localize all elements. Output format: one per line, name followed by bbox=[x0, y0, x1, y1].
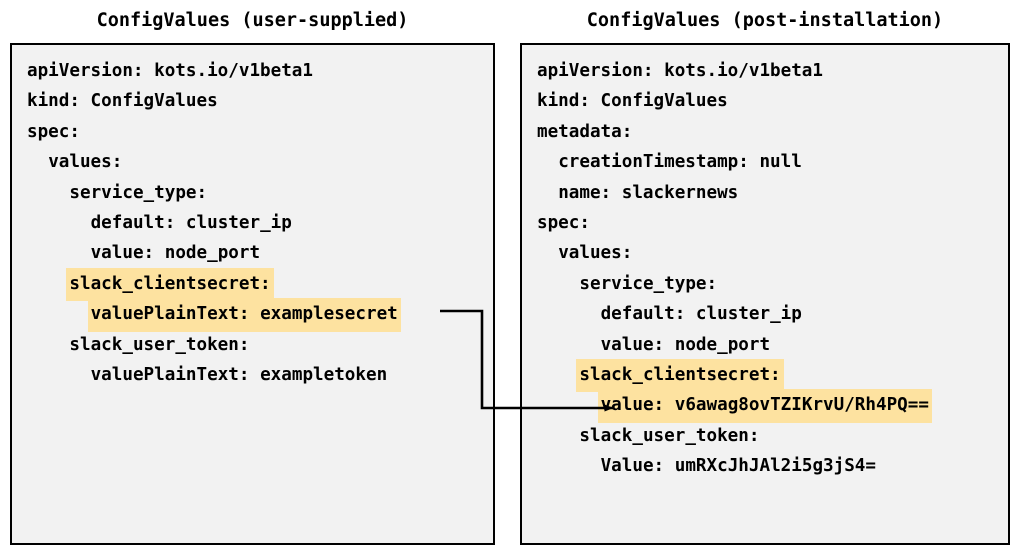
code-line-text: spec: bbox=[27, 121, 80, 142]
code-line-text: apiVersion: kots.io/v1beta1 bbox=[27, 61, 313, 81]
code-line-list-post-installation: apiVersion: kots.io/v1beta1 kind: ConfigV… bbox=[522, 45, 1008, 480]
code-line: value: v6awag8ovTZIKrvU/Rh4PQ== bbox=[522, 389, 1008, 423]
code-line-text: name: slackernews bbox=[558, 182, 739, 203]
code-line-text: values: bbox=[48, 152, 123, 173]
code-line-text: values: bbox=[558, 243, 633, 264]
code-line-text: slack_clientsecret: bbox=[576, 358, 784, 393]
code-line-text: apiVersion: kots.io/v1beta1 bbox=[537, 61, 823, 81]
code-box-post-installation: apiVersion: kots.io/v1beta1 kind: ConfigV… bbox=[520, 43, 1010, 545]
code-line: kind: ConfigValues bbox=[522, 85, 1008, 115]
panel-title-post-installation: ConfigValues (post-installation) bbox=[586, 10, 944, 31]
code-line: metadata: bbox=[522, 116, 1008, 146]
code-line: value: node_port bbox=[522, 329, 1008, 359]
code-line-text: value: node_port bbox=[600, 334, 771, 355]
code-line-text: slack_user_token: bbox=[579, 425, 760, 446]
code-line-text: kind: ConfigValues bbox=[27, 91, 218, 112]
code-line: creationTimestamp: null bbox=[522, 146, 1008, 176]
code-line-text: default: cluster_ip bbox=[90, 212, 292, 233]
code-line-list-user-supplied: apiVersion: kots.io/v1beta1 kind: ConfigV… bbox=[12, 45, 493, 389]
code-line: value: node_port bbox=[12, 237, 493, 267]
code-line: default: cluster_ip bbox=[522, 298, 1008, 328]
code-line-text: kind: ConfigValues bbox=[537, 91, 728, 112]
code-line: values: bbox=[12, 146, 493, 176]
panel-title-user-supplied: ConfigValues (user-supplied) bbox=[96, 10, 409, 31]
code-line-text: valuePlainText: exampletoken bbox=[90, 364, 388, 385]
code-line-text: slack_user_token: bbox=[69, 334, 250, 355]
code-line: apiVersion: kots.io/v1beta1 bbox=[12, 55, 493, 85]
code-line-text: Value: umRXcJhJAl2i5g3jS4= bbox=[600, 456, 876, 477]
code-line: slack_clientsecret: bbox=[522, 358, 1008, 393]
code-line: slack_user_token: bbox=[522, 420, 1008, 450]
code-box-user-supplied: apiVersion: kots.io/v1beta1 kind: ConfigV… bbox=[10, 43, 495, 545]
code-line-text: valuePlainText: examplesecret bbox=[87, 298, 401, 332]
code-line: service_type: bbox=[12, 177, 493, 207]
code-line: slack_clientsecret: bbox=[12, 267, 493, 302]
code-line: spec: bbox=[12, 116, 493, 146]
code-line-text: service_type: bbox=[579, 273, 718, 294]
code-line-text: creationTimestamp: null bbox=[558, 152, 802, 173]
code-line-text: slack_clientsecret: bbox=[66, 267, 274, 302]
code-line: valuePlainText: examplesecret bbox=[12, 298, 493, 332]
code-line: spec: bbox=[522, 207, 1008, 237]
code-line-text: metadata: bbox=[537, 121, 633, 142]
code-line: slack_user_token: bbox=[12, 329, 493, 359]
code-line-text: spec: bbox=[537, 212, 590, 233]
code-line: name: slackernews bbox=[522, 177, 1008, 207]
code-line-text: value: node_port bbox=[90, 243, 261, 264]
code-line: default: cluster_ip bbox=[12, 207, 493, 237]
code-line-text: default: cluster_ip bbox=[600, 304, 802, 325]
code-line: apiVersion: kots.io/v1beta1 bbox=[522, 55, 1008, 85]
code-line: Value: umRXcJhJAl2i5g3jS4= bbox=[522, 450, 1008, 480]
code-line: kind: ConfigValues bbox=[12, 85, 493, 115]
code-line-text: value: v6awag8ovTZIKrvU/Rh4PQ== bbox=[597, 389, 932, 423]
code-line: values: bbox=[522, 237, 1008, 267]
code-line-text: service_type: bbox=[69, 182, 208, 203]
code-line: valuePlainText: exampletoken bbox=[12, 359, 493, 389]
code-line: service_type: bbox=[522, 268, 1008, 298]
